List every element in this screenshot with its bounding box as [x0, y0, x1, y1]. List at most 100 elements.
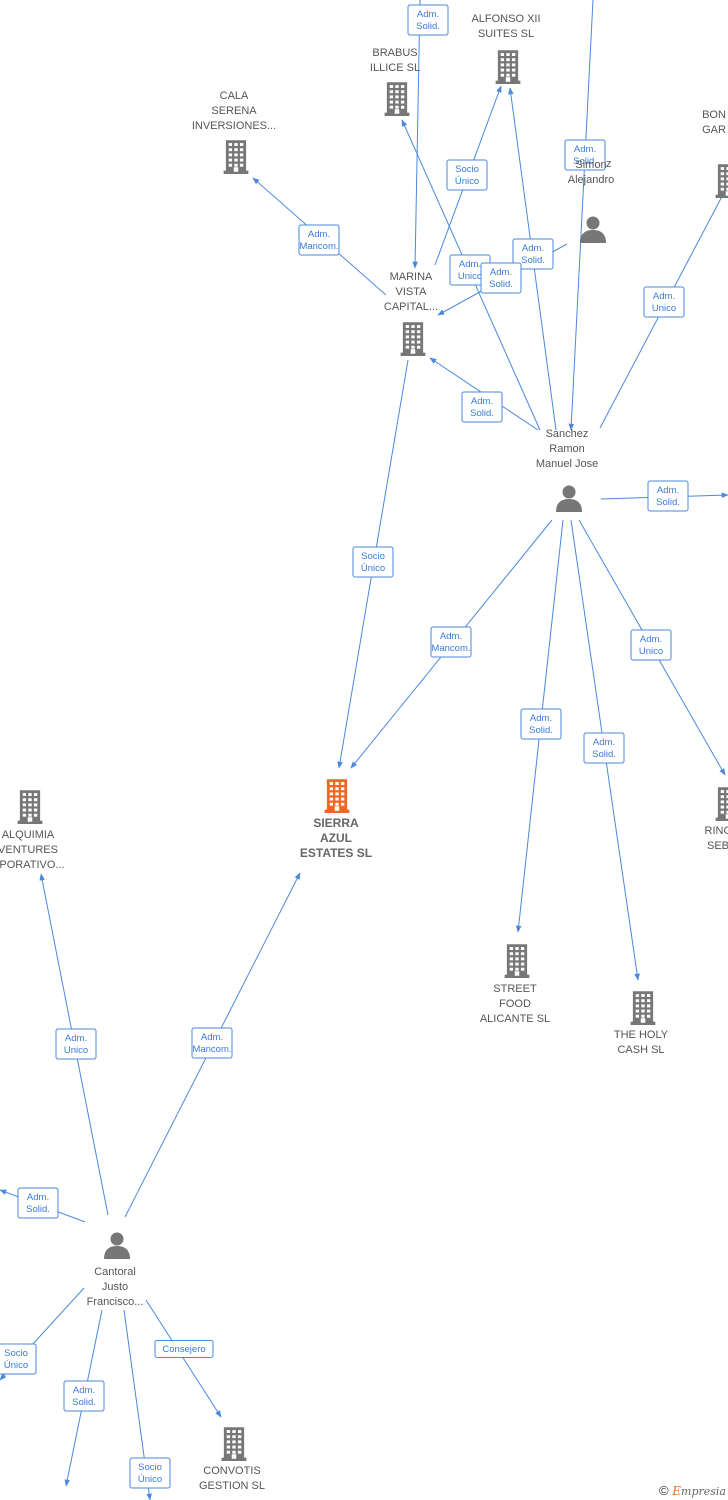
building-icon[interactable] — [628, 989, 658, 1030]
relation-label-box — [352, 546, 394, 578]
building-icon[interactable] — [221, 138, 251, 179]
node-label-fragment: z — [606, 158, 612, 170]
building-icon[interactable] — [322, 777, 352, 818]
relation-label-text: Adm.Unico — [639, 634, 663, 657]
node-label[interactable]: Cantoral Justo Francisco... — [55, 1265, 175, 1310]
relation-label[interactable]: Adm.Solid. — [564, 139, 606, 171]
relation-label-text: Adm.Mancom. — [299, 229, 338, 252]
node-label-text: CALA SERENA INVERSIONES... — [191, 90, 277, 132]
relation-label-text: Adm.Solid. — [416, 9, 440, 32]
relation-label[interactable]: Consejero — [154, 1340, 214, 1358]
person-icon[interactable] — [102, 1231, 132, 1264]
node-label-text: ALFONSO XII SUITES SL — [471, 13, 541, 40]
building-icon[interactable] — [502, 942, 532, 983]
node-label[interactable]: ALQUIMIA VENTURES RPORATIVO... — [0, 828, 88, 873]
footer-brand: © Empresia — [659, 1483, 726, 1498]
building-icon[interactable] — [219, 1425, 249, 1466]
relation-label-text: Adm.Solid. — [26, 1192, 50, 1215]
node-label[interactable]: Simon Alejandro — [531, 158, 651, 188]
node-label-text: RINC SEB — [704, 825, 728, 852]
brand-initial: E — [672, 1484, 682, 1498]
relation-label[interactable]: Adm.Mancom. — [191, 1027, 233, 1059]
node-label-text: ALQUIMIA VENTURES RPORATIVO... — [0, 829, 65, 871]
relation-label[interactable]: Adm.Solid. — [63, 1380, 105, 1412]
relation-label-box — [63, 1380, 105, 1412]
node-label-text: BON GAR — [702, 109, 726, 136]
person-icon[interactable] — [554, 484, 584, 517]
relation-label[interactable]: Adm.Solid. — [583, 732, 625, 764]
relation-label[interactable]: Adm.Solid. — [512, 238, 554, 270]
node-label-text: Simon Alejandro — [567, 159, 615, 186]
relation-label[interactable]: Adm.Solid. — [647, 480, 689, 512]
node-label[interactable]: CALA SERENA INVERSIONES... — [174, 89, 294, 134]
relation-label[interactable]: Adm.Solid. — [461, 391, 503, 423]
relation-label[interactable]: Adm.Solid. — [17, 1187, 59, 1219]
node-label[interactable]: MARINA VISTA CAPITAL... — [351, 270, 471, 315]
building-icon[interactable] — [713, 785, 728, 826]
relation-label-text: Adm.Solid. — [470, 396, 494, 419]
relation-label-text: Adm.Solid. — [521, 243, 545, 266]
building-icon[interactable] — [493, 48, 523, 89]
relation-label-box — [647, 480, 689, 512]
relation-label-box — [461, 391, 503, 423]
relation-label[interactable]: Adm.Unico — [630, 629, 672, 661]
node-label-text: MARINA VISTA CAPITAL... — [383, 271, 439, 313]
relation-label-text: Adm.Solid. — [529, 713, 553, 736]
relation-label-text: Adm.Unico — [64, 1033, 88, 1056]
node-label[interactable]: CONVOTIS GESTION SL — [172, 1464, 292, 1494]
relation-label-box — [446, 159, 488, 191]
relation-label-text: Adm.Mancom. — [192, 1032, 231, 1055]
relation-label[interactable]: Adm.Solid. — [407, 4, 449, 36]
node-label[interactable]: STREET FOOD ALICANTE SL — [455, 982, 575, 1027]
relation-label-text: Adm.Solid. — [592, 737, 616, 760]
relation-label[interactable]: Adm.Mancom. — [298, 224, 340, 256]
node-label-text: Sanchez Ramon Manuel Jose — [535, 428, 599, 470]
relation-label[interactable]: Adm.Unico — [643, 286, 685, 318]
relation-label-box — [512, 238, 554, 270]
relation-label-box — [564, 139, 606, 171]
relation-label-box — [154, 1340, 214, 1358]
person-icon[interactable] — [578, 215, 608, 248]
relation-label-text: Adm.Mancom. — [431, 631, 470, 654]
building-icon[interactable] — [382, 80, 412, 121]
node-label[interactable]: ALFONSO XII SUITES SL — [446, 12, 566, 42]
node-label[interactable]: Sanchez Ramon Manuel Jose — [507, 427, 627, 472]
node-label[interactable]: THE HOLY CASH SL — [581, 1028, 701, 1058]
building-icon[interactable] — [713, 162, 728, 203]
relation-label-box — [520, 708, 562, 740]
copyright-symbol: © — [659, 1483, 669, 1498]
relation-label-text: Adm.Unico — [458, 259, 482, 282]
node-label[interactable]: BON GAR — [654, 108, 728, 138]
relation-label-box — [630, 629, 672, 661]
relation-label-box — [480, 262, 522, 294]
relation-label[interactable]: Adm.Mancom. — [430, 626, 472, 658]
relation-label-text: Adm.Solid. — [489, 267, 513, 290]
relation-label-box — [55, 1028, 97, 1060]
relation-label[interactable]: Adm.Solid. — [520, 708, 562, 740]
building-icon[interactable] — [15, 788, 45, 829]
node-label[interactable]: SIERRA AZUL ESTATES SL — [276, 816, 396, 861]
relation-label-box — [583, 732, 625, 764]
relation-edge — [145, 1299, 222, 1418]
relation-edge — [412, 0, 421, 269]
relation-label-box — [129, 1457, 171, 1489]
relation-label-text: Adm.Unico — [652, 291, 676, 314]
node-label[interactable]: RINC SEB — [658, 824, 728, 854]
relation-label[interactable]: Adm.Solid. — [480, 262, 522, 294]
node-label-text: STREET FOOD ALICANTE SL — [479, 983, 551, 1025]
relation-label-box — [0, 1343, 37, 1375]
node-label[interactable]: BRABUS ILLICE SL — [335, 46, 455, 76]
building-icon[interactable] — [398, 320, 428, 361]
relation-label-text: Consejero — [162, 1344, 205, 1355]
relation-edge — [568, 0, 594, 431]
relation-label[interactable]: Adm.Unico — [55, 1028, 97, 1060]
